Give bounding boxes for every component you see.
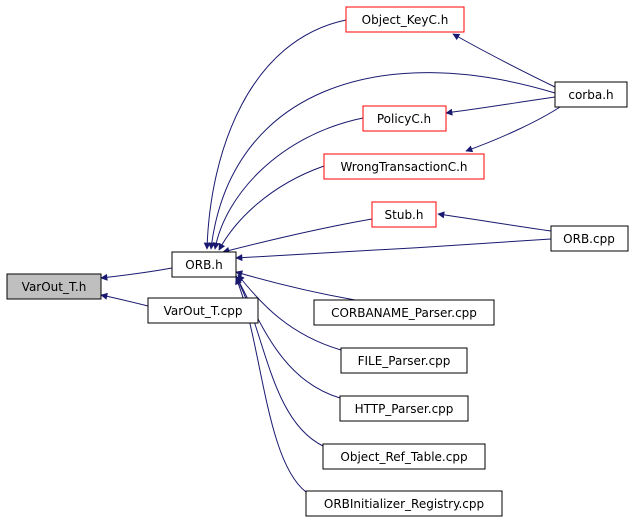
node-varout-t-h[interactable]: VarOut_T.h: [6, 273, 102, 300]
node-corba-h-label: corba.h: [568, 88, 613, 102]
node-object-ref-table-cpp[interactable]: Object_Ref_Table.cpp: [322, 443, 486, 470]
node-orb-h[interactable]: ORB.h: [171, 251, 237, 278]
node-wrongtransactionc-h-label: WrongTransactionC.h: [340, 160, 467, 174]
node-orb-cpp[interactable]: ORB.cpp: [550, 225, 629, 252]
node-orbinitializer-registry-cpp[interactable]: ORBInitializer_Registry.cpp: [305, 490, 503, 517]
node-http-parser-cpp[interactable]: HTTP_Parser.cpp: [339, 395, 469, 422]
edge-orb-cpp-to-stub-h: [437, 211, 552, 232]
edge-corba-h-to-object-keyc-h: [452, 33, 556, 88]
node-file-parser-cpp[interactable]: FILE_Parser.cpp: [340, 347, 468, 374]
edge-wrongtransactionc-h-to-orb-h: [218, 165, 325, 251]
node-object-keyc-h[interactable]: Object_KeyC.h: [345, 6, 465, 33]
edge-policyc-h-to-orb-h: [212, 117, 364, 250]
edge-file-parser-cpp-to-orb-h: [237, 274, 342, 351]
node-corbaname-parser-cpp[interactable]: CORBANAME_Parser.cpp: [313, 299, 495, 326]
node-object-keyc-h-label: Object_KeyC.h: [362, 13, 449, 27]
edge-corba-h-to-orb-h: [208, 72, 556, 250]
node-varout-t-cpp-label: VarOut_T.cpp: [164, 304, 243, 318]
node-corbaname-parser-cpp-label: CORBANAME_Parser.cpp: [331, 306, 477, 320]
node-orbinitializer-registry-cpp-label: ORBInitializer_Registry.cpp: [324, 497, 484, 511]
node-stub-h[interactable]: Stub.h: [371, 201, 437, 228]
node-wrongtransactionc-h[interactable]: WrongTransactionC.h: [323, 153, 485, 180]
edge-object-keyc-h-to-orb-h: [203, 19, 347, 250]
node-object-ref-table-cpp-label: Object_Ref_Table.cpp: [340, 450, 467, 464]
edge-orb-cpp-to-orb-h: [235, 238, 552, 262]
edge-corba-h-to-wrongtransactionc-h: [465, 106, 561, 153]
edge-orb-h-to-varout-t-h: [100, 267, 173, 281]
node-orb-cpp-label: ORB.cpp: [563, 232, 615, 246]
node-http-parser-cpp-label: HTTP_Parser.cpp: [355, 402, 454, 416]
edge-varout-t-cpp-to-varout-t-h: [100, 292, 149, 307]
edge-corba-h-to-policyc-h: [445, 96, 556, 116]
node-corba-h[interactable]: corba.h: [554, 81, 628, 108]
edge-stub-h-to-orb-h: [222, 218, 373, 254]
node-orb-h-label: ORB.h: [185, 258, 222, 272]
node-stub-h-label: Stub.h: [385, 208, 424, 222]
node-varout-t-h-label: VarOut_T.h: [22, 280, 87, 294]
node-varout-t-cpp[interactable]: VarOut_T.cpp: [147, 297, 259, 324]
edge-http-parser-cpp-to-orb-h: [235, 275, 341, 399]
edge-corbaname-parser-cpp-to-orb-h: [235, 270, 356, 301]
node-policyc-h-label: PolicyC.h: [377, 112, 431, 126]
node-file-parser-cpp-label: FILE_Parser.cpp: [358, 354, 451, 368]
node-policyc-h[interactable]: PolicyC.h: [362, 105, 447, 132]
